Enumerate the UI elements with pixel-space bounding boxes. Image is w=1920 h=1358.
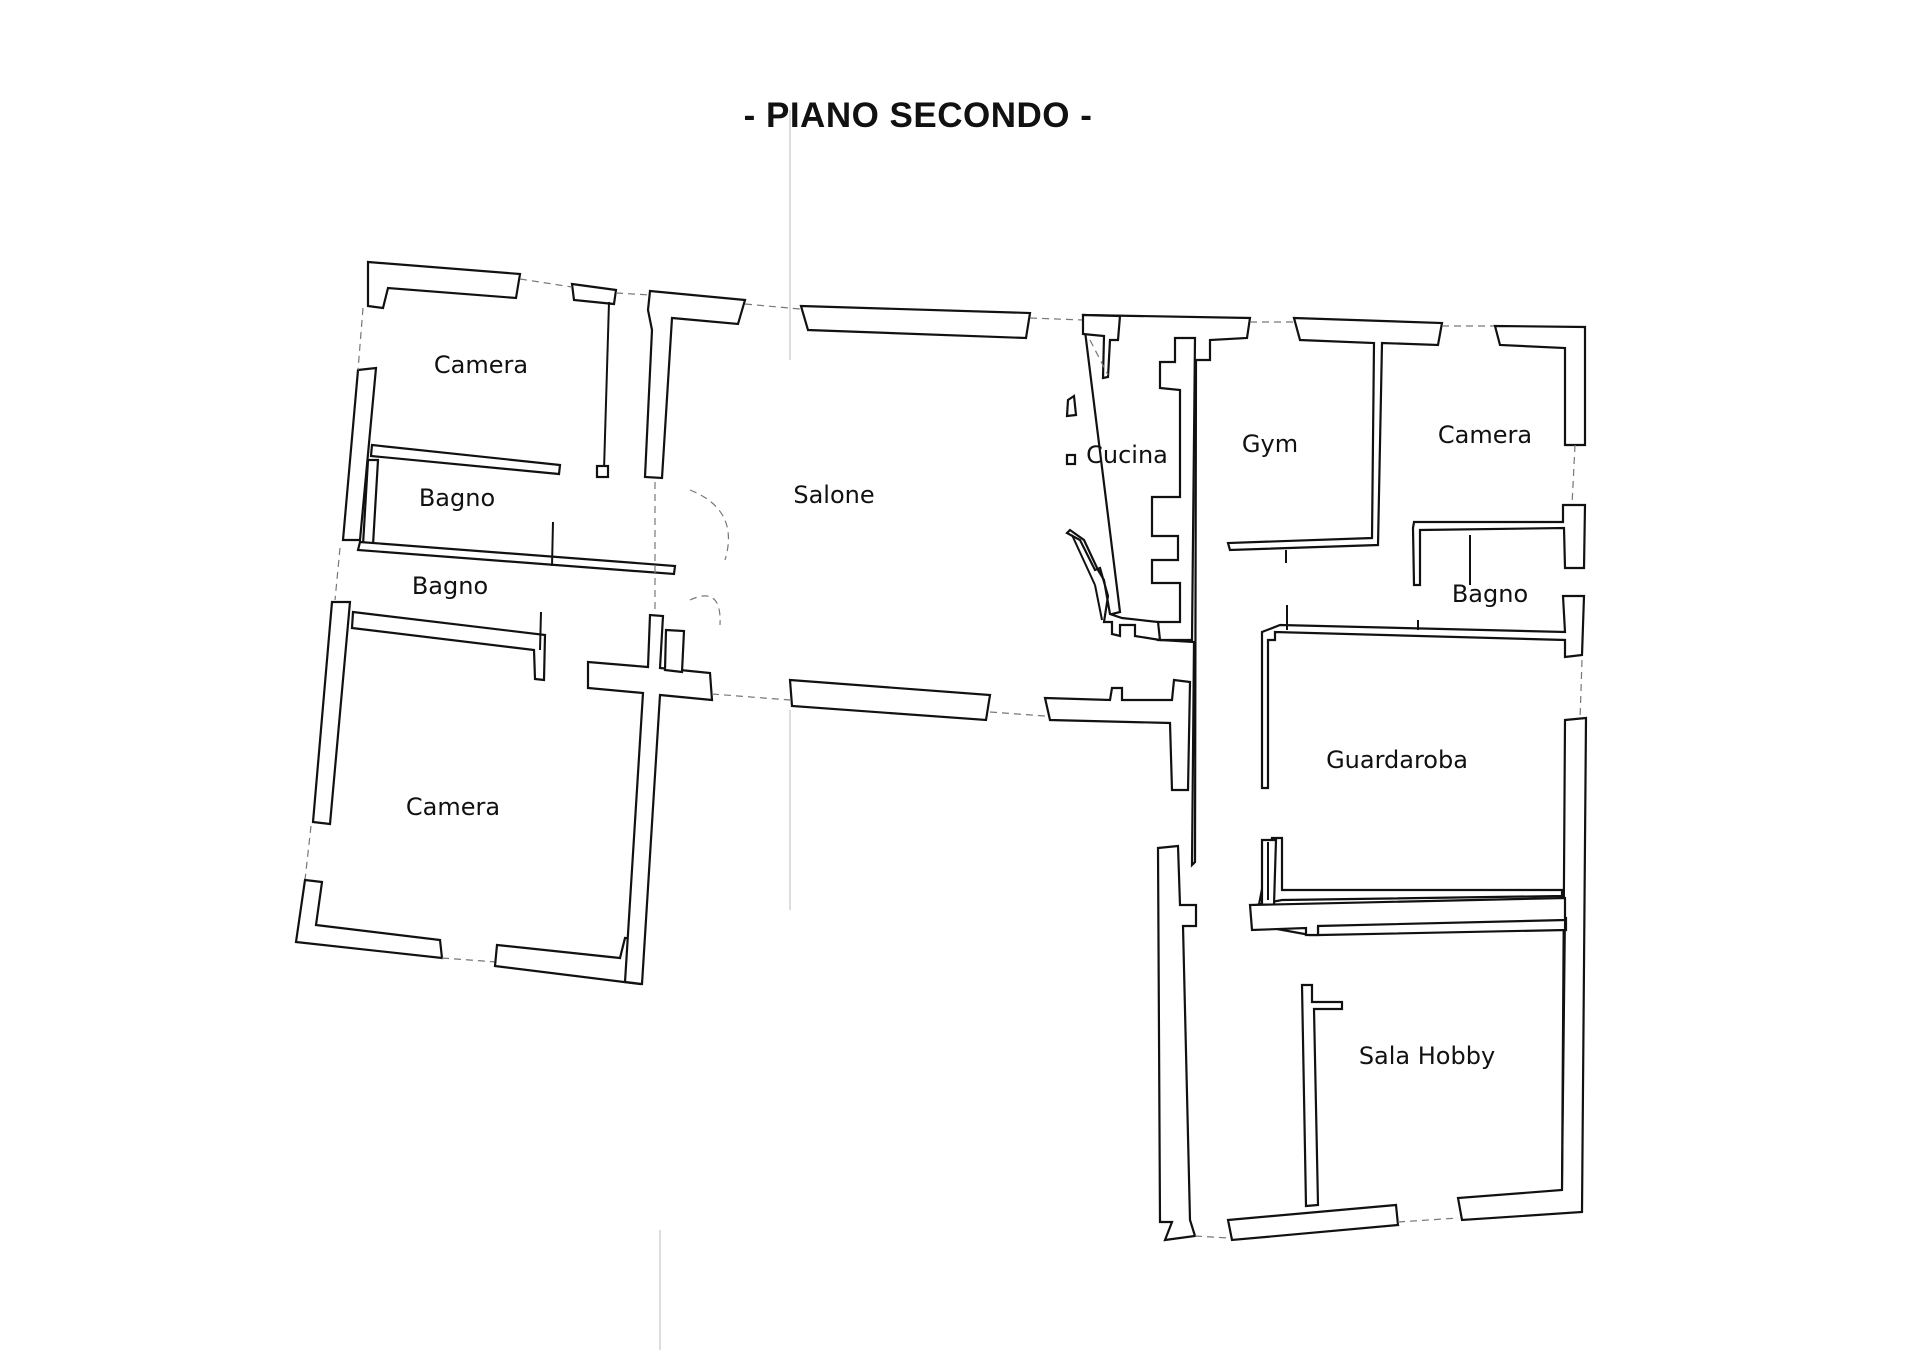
label-sala-hobby: Sala Hobby	[1359, 1042, 1495, 1070]
label-cucina: Cucina	[1086, 441, 1168, 469]
label-salone: Salone	[793, 481, 874, 509]
center-walls	[788, 304, 1252, 868]
label-bagno-left-2: Bagno	[412, 572, 488, 600]
label-bagno-left-1: Bagno	[419, 484, 495, 512]
left-wing-walls	[294, 260, 801, 986]
label-gym: Gym	[1242, 430, 1298, 458]
room-labels: Camera Bagno Bagno Camera Salone Cucina …	[406, 351, 1532, 1070]
label-camera-bottom-left: Camera	[406, 793, 500, 821]
right-wing-walls	[1156, 316, 1588, 1242]
label-bagno-right: Bagno	[1452, 580, 1528, 608]
label-camera-right: Camera	[1438, 421, 1532, 449]
label-camera-top-left: Camera	[434, 351, 528, 379]
label-guardaroba: Guardaroba	[1326, 746, 1468, 774]
plan-title: - PIANO SECONDO -	[743, 96, 1093, 135]
